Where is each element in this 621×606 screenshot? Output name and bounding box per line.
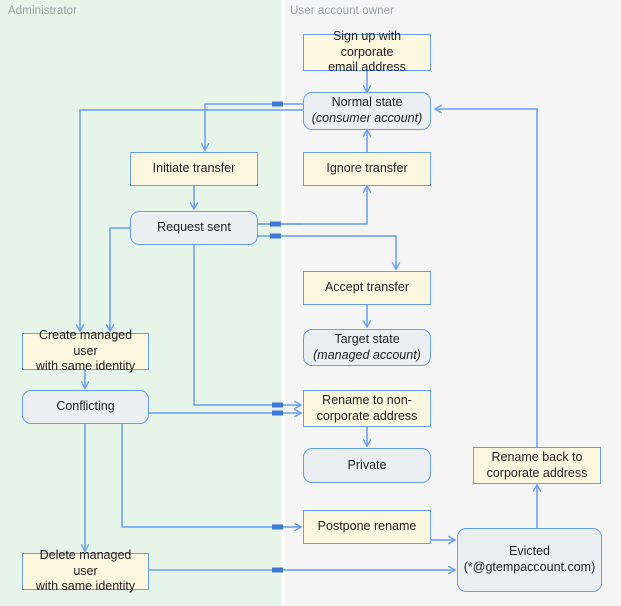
node-line: Rename to non-	[322, 392, 412, 407]
node-postpone-rename[interactable]: Postpone rename	[303, 510, 431, 544]
node-label: Conflicting	[56, 399, 115, 414]
node-target-state[interactable]: Target state (managed account)	[303, 329, 431, 366]
node-label: Ignore transfer	[326, 161, 408, 176]
node-line: Delete managed user	[39, 548, 132, 578]
node-request-sent[interactable]: Request sent	[130, 211, 258, 245]
node-line: corporate address	[316, 408, 418, 423]
node-line: with same identity	[35, 359, 136, 374]
node-evicted[interactable]: Evicted (*@gtempaccount.com)	[457, 528, 602, 592]
node-sublabel: (*@gtempaccount.com)	[463, 560, 596, 574]
node-line: corporate address	[486, 465, 588, 480]
node-sign-up-with-corporate-email-address[interactable]: Sign up with corporate email address	[303, 29, 431, 74]
node-create-managed-user-with-same-identity[interactable]: Create managed user with same identity	[22, 328, 149, 373]
node-rename-back-to-corporate-address[interactable]: Rename back to corporate address	[473, 447, 601, 484]
node-normal-state[interactable]: Normal state (consumer account)	[303, 92, 431, 130]
node-label: Postpone rename	[317, 519, 417, 534]
node-conflicting[interactable]: Conflicting	[22, 390, 149, 424]
node-line: Create managed user	[38, 328, 133, 358]
node-label: Request sent	[157, 220, 231, 235]
node-label: Normal state	[331, 95, 403, 110]
node-label: Initiate transfer	[152, 161, 236, 176]
node-accept-transfer[interactable]: Accept transfer	[303, 271, 431, 305]
node-sublabel: (managed account)	[313, 347, 421, 362]
node-private[interactable]: Private	[303, 448, 431, 483]
node-line: Sign up with corporate	[332, 29, 402, 59]
swimlane-administrator	[0, 0, 281, 606]
node-line: Rename back to	[491, 449, 583, 464]
node-label: Accept transfer	[324, 280, 410, 295]
node-label: Target state	[334, 331, 400, 346]
node-delete-managed-user-with-same-identity[interactable]: Delete managed user with same identity	[22, 548, 149, 593]
node-ignore-transfer[interactable]: Ignore transfer	[303, 152, 431, 186]
swimlane-label-user-account-owner: User account owner	[290, 5, 395, 17]
swimlane-label-administrator: Administrator	[8, 5, 78, 17]
node-line: email address	[328, 60, 406, 75]
node-label: Evicted	[509, 544, 550, 559]
node-line: with same identity	[35, 579, 136, 594]
node-rename-to-non-corporate-address[interactable]: Rename to non- corporate address	[303, 390, 431, 427]
node-initiate-transfer[interactable]: Initiate transfer	[130, 152, 258, 186]
node-sublabel: (consumer account)	[311, 111, 423, 125]
node-label: Private	[347, 457, 387, 472]
